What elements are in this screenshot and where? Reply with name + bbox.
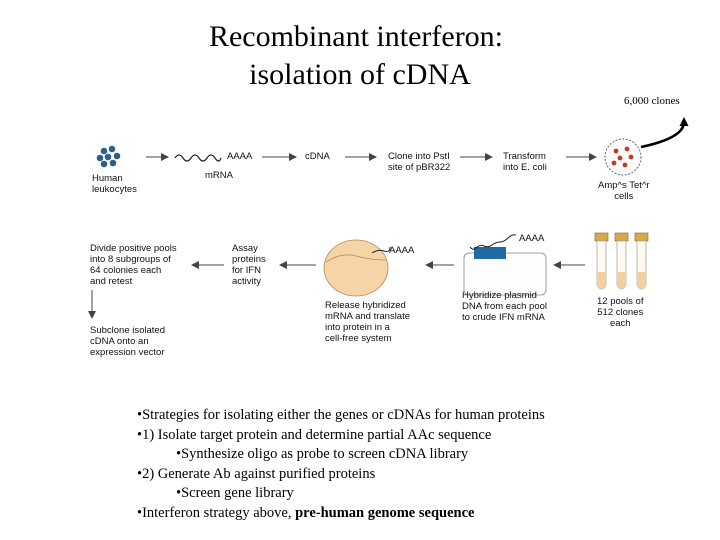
label-assay: Assay proteins for IFN activity bbox=[232, 243, 266, 287]
bullet-3: •2) Generate Ab against purified protein… bbox=[137, 465, 376, 482]
bullet-1: •Strategies for isolating either the gen… bbox=[137, 407, 545, 423]
label-aaaa-plasmid: AAAA bbox=[519, 233, 545, 244]
test-tubes-icon bbox=[594, 232, 649, 290]
bullet-4-bold: pre-human genome sequence bbox=[295, 504, 475, 521]
label-release: Release hybridized mRNA and translate in… bbox=[325, 300, 411, 344]
label-aaaa-mrna: AAAA bbox=[227, 151, 253, 162]
label-subclone: Subclone isolated cDNA onto an expressio… bbox=[90, 325, 165, 358]
bullet-2: •1) Isolate target protein and determine… bbox=[137, 426, 492, 443]
label-transform: Transform into E. coli bbox=[503, 151, 547, 173]
bullet-list: •Strategies for isolating either the gen… bbox=[137, 406, 545, 523]
label-cdna: cDNA bbox=[305, 151, 330, 162]
bullet-2a: •Synthesize oligo as probe to screen cDN… bbox=[176, 446, 469, 462]
cell-free-system-icon bbox=[323, 239, 391, 297]
clones-arrow bbox=[640, 117, 689, 149]
leukocytes-icon bbox=[96, 145, 121, 168]
slide-title-line-2: isolation of cDNA bbox=[249, 58, 471, 91]
label-divide: Divide positive pools into 8 subgroups o… bbox=[90, 243, 177, 287]
clones-note: 6,000 clones bbox=[624, 95, 680, 107]
label-clone-into: Clone into PstI site of pBR322 bbox=[388, 151, 451, 173]
mrna-icon bbox=[174, 154, 222, 162]
bullet-4: •Interferon strategy above, pre-human ge… bbox=[137, 504, 475, 521]
slide-title-line-1: Recombinant interferon: bbox=[208, 20, 504, 53]
petri-dish-icon bbox=[604, 138, 642, 176]
label-aaaa-release: AAAA bbox=[389, 245, 415, 256]
hybridization-filter-icon bbox=[463, 234, 547, 296]
label-human-leukocytes: Human leukocytes bbox=[92, 173, 137, 195]
label-mrna: mRNA bbox=[205, 170, 233, 181]
label-twelve-pools: 12 pools of 512 clones each bbox=[597, 296, 644, 329]
label-hybridize: Hybridize plasmid DNA from each pool to … bbox=[462, 290, 548, 323]
label-amp-cells: Amp^s Tet^r cells bbox=[598, 180, 650, 202]
bullet-3a: •Screen gene library bbox=[176, 485, 294, 501]
